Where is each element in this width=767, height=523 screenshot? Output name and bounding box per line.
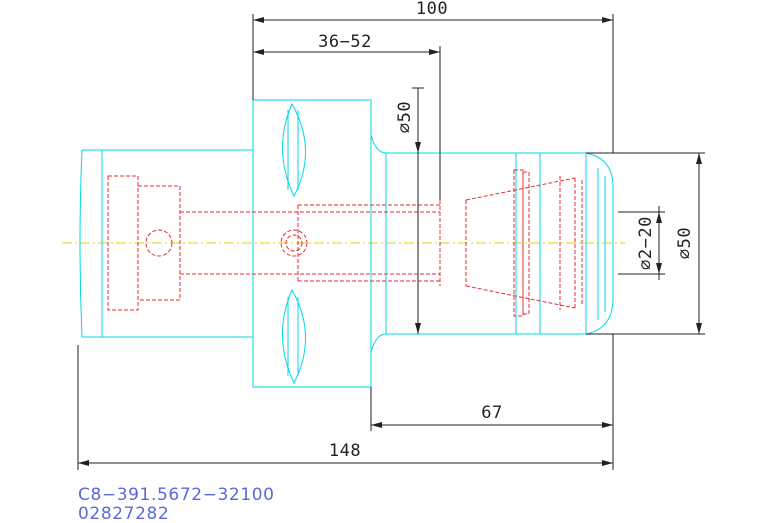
hidden-features (107, 169, 583, 317)
dim-overall-top: 100 (416, 0, 448, 19)
item-number: 02827282 (78, 504, 170, 523)
dim-bore-diameter: ⌀50 (395, 101, 415, 133)
part-outline (79, 99, 614, 388)
part-code: C8−391.5672−32100 (78, 485, 275, 505)
dimension-lines (77, 14, 705, 470)
dim-overall-length: 148 (329, 441, 361, 461)
dim-clamp-range: 36−52 (318, 32, 372, 52)
dim-collet-range: ⌀2−20 (636, 216, 656, 270)
dim-nose-diameter: ⌀50 (675, 227, 695, 259)
dim-nose-length: 67 (481, 403, 502, 423)
